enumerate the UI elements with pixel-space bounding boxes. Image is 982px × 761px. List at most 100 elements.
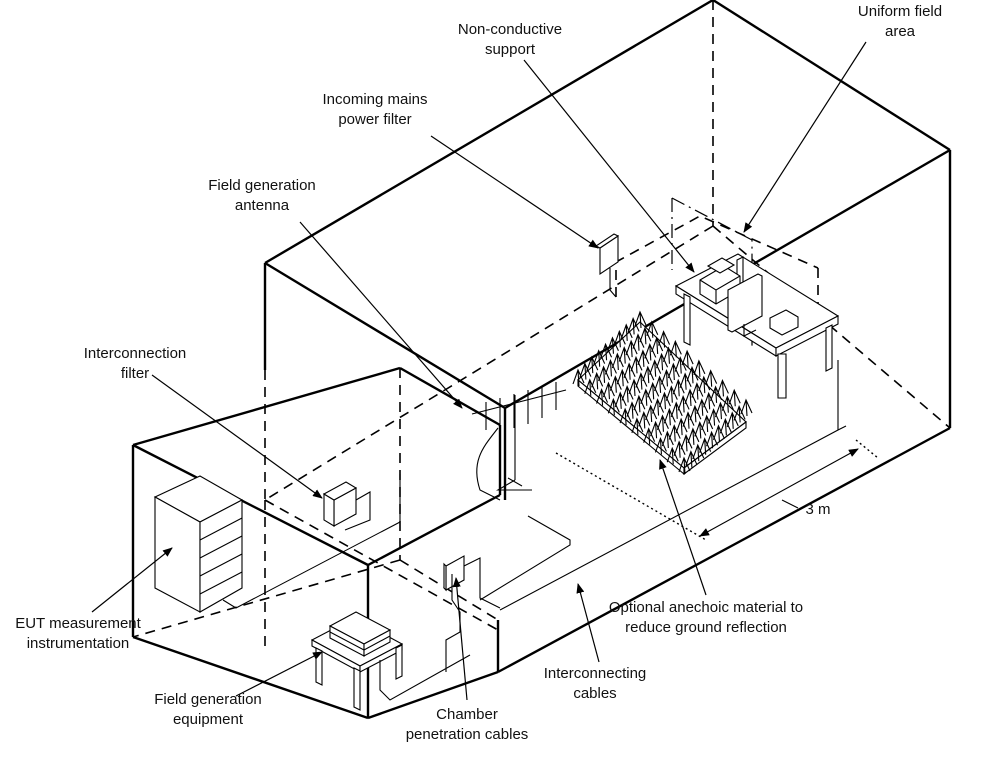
label-distance: 3 m <box>805 501 830 518</box>
absorber-pyramid <box>656 352 669 371</box>
absorber-pyramid <box>646 320 659 338</box>
absorber-pyramid <box>701 414 714 433</box>
absorber-pyramid <box>602 381 615 400</box>
absorber-pyramid <box>669 339 682 358</box>
absorber-pyramid <box>586 355 599 374</box>
absorber-pyramid <box>652 398 665 416</box>
eut-equipment <box>699 257 799 337</box>
absorber-pyramid <box>726 411 739 429</box>
absorber-pyramid <box>620 323 633 341</box>
interconnecting-cables <box>479 360 847 611</box>
absorber-pyramid <box>681 349 694 368</box>
absorber-pyramid <box>642 365 655 384</box>
label-field-generation-antenna: Field generation antenna <box>208 177 316 214</box>
label-optional-anechoic-material: Optional anechoic material to reduce gro… <box>609 599 803 636</box>
absorber-pyramid <box>593 349 606 367</box>
label-line: power filter <box>338 111 411 128</box>
anechoic-material <box>572 310 753 476</box>
absorber-pyramid <box>604 358 617 377</box>
absorber-pyramid <box>656 414 669 432</box>
absorber-pyramid <box>606 336 619 354</box>
absorber-pyramid <box>644 342 657 361</box>
absorber-pyramid <box>658 330 671 348</box>
absorber-pyramid <box>691 382 704 400</box>
absorber-pyramid <box>693 359 706 377</box>
leader-lines <box>91 41 867 701</box>
label-line: penetration cables <box>406 726 529 743</box>
absorber-pyramid <box>677 394 690 413</box>
absorber-pyramid <box>661 430 674 449</box>
absorber-pyramid <box>733 404 746 423</box>
absorber-pyramid <box>698 375 711 394</box>
absorber-pyramid <box>632 333 645 351</box>
label-non-conductive-support: Non-conductive support <box>458 21 562 58</box>
distance-dimension <box>555 439 879 541</box>
label-line: Interconnection <box>84 345 187 362</box>
absorber-pyramid <box>670 401 683 419</box>
absorber-pyramid <box>658 391 671 410</box>
absorber-pyramid <box>721 395 734 413</box>
absorber-pyramid <box>651 336 664 355</box>
control-room <box>131 366 502 720</box>
absorber-pyramid <box>630 355 643 374</box>
label-line: filter <box>121 365 149 382</box>
absorber-pyramid <box>619 407 632 426</box>
label-incoming-mains-power-filter: Incoming mains power filter <box>322 91 427 128</box>
label-line: Field generation <box>208 177 316 194</box>
absorber-pyramid <box>638 410 651 429</box>
label-line: support <box>485 41 536 58</box>
absorber-pyramid <box>716 378 729 397</box>
absorber-pyramid <box>696 398 709 416</box>
label-line: cables <box>573 685 616 702</box>
label-field-generation-equipment: Field generation equipment <box>154 691 262 728</box>
label-line: Chamber <box>436 706 498 723</box>
absorber-pyramid <box>728 388 741 407</box>
absorber-pyramid <box>626 401 639 419</box>
absorber-pyramid <box>635 372 648 390</box>
absorber-pyramid <box>640 388 653 406</box>
absorber-pyramid <box>618 346 631 364</box>
absorber-pyramid <box>591 371 604 390</box>
absorber-pyramid <box>679 372 692 390</box>
absorber-pyramid <box>686 365 699 384</box>
absorber-pyramid <box>668 424 681 442</box>
absorber-pyramid <box>708 408 721 426</box>
absorber-pyramid <box>637 349 650 367</box>
absorber-pyramid <box>609 375 622 393</box>
absorber-pyramid <box>631 417 644 435</box>
absorber-pyramid <box>625 339 638 358</box>
absorber-pyramid <box>673 440 686 458</box>
absorber-pyramid <box>674 356 687 374</box>
eut-measurement-rack <box>153 474 401 613</box>
absorber-pyramid <box>680 433 693 452</box>
absorber-pyramid <box>685 450 698 468</box>
absorber-pyramid <box>654 436 667 455</box>
interconnection-filter <box>322 481 371 531</box>
absorber-pyramid <box>675 417 688 436</box>
absorber-pyramid <box>643 427 656 445</box>
mains-power-filter <box>594 233 620 298</box>
label-line: Incoming mains <box>322 91 427 108</box>
absorber-pyramid <box>650 420 663 439</box>
label-line: Interconnecting <box>544 665 647 682</box>
absorber-pyramid <box>616 368 629 387</box>
absorber-pyramid <box>634 310 647 329</box>
absorber-pyramid <box>719 417 732 436</box>
absorber-pyramid <box>667 362 680 381</box>
label-line: Optional anechoic material to <box>609 599 803 616</box>
absorber-pyramid <box>628 378 641 397</box>
absorber-pyramid <box>611 352 624 371</box>
label-uniform-field-area: Uniform field area <box>858 3 942 40</box>
absorber-pyramid <box>645 404 658 423</box>
label-line: equipment <box>173 711 244 728</box>
absorber-pyramid <box>600 342 613 361</box>
absorber-pyramid <box>672 378 685 397</box>
label-line: EUT measurement <box>15 615 141 632</box>
label-line: area <box>885 23 916 40</box>
absorber-pyramid <box>649 359 662 377</box>
absorber-pyramid <box>584 378 597 396</box>
absorber-pyramid <box>639 326 652 345</box>
label-interconnecting-cables: Interconnecting cables <box>544 665 647 702</box>
field-generation-antenna <box>471 382 567 501</box>
absorber-pyramid <box>666 446 679 465</box>
